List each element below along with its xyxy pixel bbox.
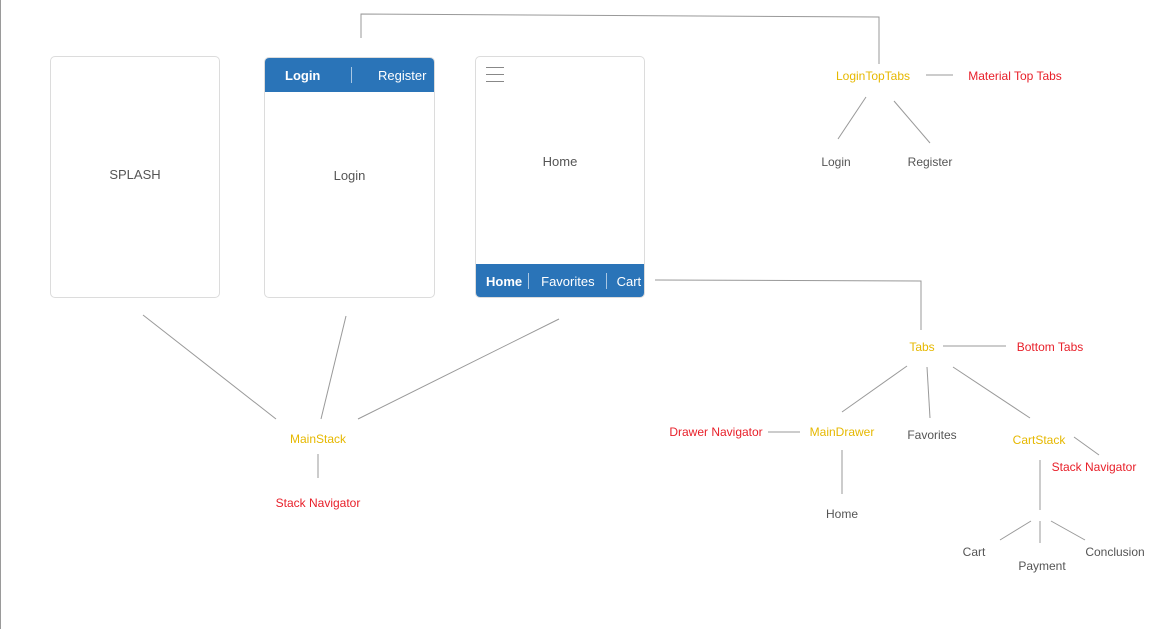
splash-screen-card: SPLASH [50, 56, 220, 298]
node-register: Register [907, 155, 953, 169]
node-main-stack: MainStack [289, 432, 347, 446]
login-screen-card: Login Register Login [264, 57, 435, 298]
connector-tabs-to-favorites [926, 366, 931, 419]
tab-favorites[interactable]: Favorites [541, 273, 595, 289]
connector-logintoptabs-to-login [837, 96, 867, 140]
tab-login[interactable]: Login [285, 67, 321, 83]
connector-home-to-mainstack [357, 318, 560, 420]
node-tabs: Tabs [909, 340, 935, 354]
connector-cartstack-to-conclusion [1050, 520, 1086, 541]
node-main-drawer: MainDrawer [809, 425, 875, 439]
tab-separator [528, 273, 530, 289]
connector-login-to-mainstack [320, 315, 347, 420]
home-screen-card: Home Home Favorites Cart [475, 56, 645, 298]
node-conclusion: Conclusion [1085, 545, 1145, 559]
node-cart-stack: CartStack [1012, 433, 1066, 447]
node-payment: Payment [1018, 559, 1066, 573]
connector-tabs-to-maindrawer [841, 365, 908, 413]
tab-register[interactable]: Register [378, 67, 427, 83]
connector-cartstack-to-type [1073, 436, 1100, 456]
splash-label: SPLASH [109, 167, 161, 182]
node-bottom-tabs: Bottom Tabs [1016, 340, 1084, 354]
tab-cart[interactable]: Cart [616, 273, 642, 289]
connector-tabbar-to-tabs [654, 279, 922, 330]
left-border [0, 0, 1, 629]
node-login-top-tabs: LoginTopTabs [835, 69, 911, 83]
node-favorites: Favorites [907, 428, 957, 442]
node-main-stack-type: Stack Navigator [275, 496, 361, 510]
node-material-top-tabs: Material Top Tabs [968, 69, 1062, 83]
home-bottom-tab-bar: Home Favorites Cart [476, 264, 644, 297]
connector-splash-to-mainstack [142, 314, 277, 420]
node-home: Home [825, 507, 859, 521]
node-cart: Cart [962, 545, 986, 559]
connector-cartstack-to-cart [999, 520, 1032, 541]
home-label: Home [542, 154, 578, 169]
login-top-tab-bar: Login Register [265, 58, 434, 92]
node-login: Login [821, 155, 851, 169]
connector-login-card-to-logintoptabs [360, 13, 880, 64]
tab-home[interactable]: Home [486, 273, 523, 289]
connector-tabs-to-cartstack [952, 366, 1031, 419]
node-cart-stack-type: Stack Navigator [1051, 460, 1137, 474]
login-label: Login [333, 168, 366, 183]
node-drawer-navigator: Drawer Navigator [669, 425, 763, 439]
tab-separator [605, 273, 607, 289]
hamburger-menu-icon[interactable] [486, 67, 504, 88]
tab-separator [351, 67, 352, 83]
connector-logintoptabs-to-register [893, 100, 931, 144]
